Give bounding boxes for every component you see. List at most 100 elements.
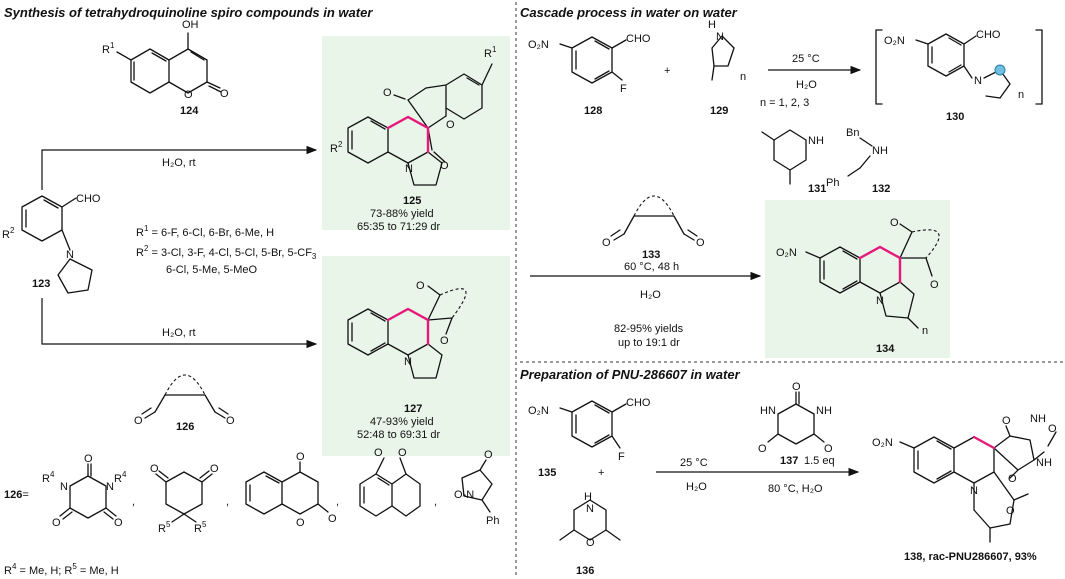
atom-o-chrom-b: O <box>296 517 305 529</box>
atom-cho-135: CHO <box>626 397 651 409</box>
atom-o-137b: O <box>758 443 767 455</box>
atom-no2-130: O₂N <box>884 35 905 47</box>
atom-o-136: O <box>586 537 595 549</box>
plus-sign-2: + <box>598 467 604 479</box>
atom-h-136: H <box>584 491 592 503</box>
substituent-r4-a: R4 <box>42 470 55 485</box>
structure-131 <box>761 129 807 185</box>
n-values: n = 1, 2, 3 <box>760 97 809 109</box>
structure-135 <box>559 400 627 449</box>
structure-123 <box>21 195 93 294</box>
highlight-box-125 <box>322 36 510 230</box>
label-125: 125 <box>403 195 421 207</box>
label-123: 123 <box>32 278 50 290</box>
substituent-r5-b: R5 <box>194 520 207 535</box>
label-134: 134 <box>876 343 895 355</box>
structure-128 <box>559 36 627 84</box>
atom-n-138: N <box>970 485 978 497</box>
substituent-r5-a: R5 <box>158 520 171 535</box>
conditions-60c: 60 °C, 48 h <box>624 261 679 273</box>
structure-130 <box>915 33 1011 99</box>
atom-n-130: N <box>974 75 982 87</box>
atom-o-137c: O <box>824 443 833 455</box>
atom-f-128: F <box>620 83 627 95</box>
structure-137 <box>767 391 825 445</box>
left-section-title: Synthesis of tetrahydroquinoline spiro c… <box>4 5 373 20</box>
atom-o-ind-b: O <box>398 447 407 459</box>
atom-o-138-ring: O <box>1006 505 1015 517</box>
radical-marker-130 <box>994 64 1006 76</box>
label-128: 128 <box>584 105 602 117</box>
r2-substituent-list-cont: 6-Cl, 5-Me, 5-MeO <box>166 264 258 276</box>
atom-n-125: N <box>405 163 413 175</box>
separator-4: , <box>434 496 437 508</box>
atom-oh-124: OH <box>182 19 199 31</box>
yield-125: 73-88% yield <box>370 208 434 220</box>
atom-n-123: N <box>66 249 74 261</box>
structure-barbituric <box>59 463 117 520</box>
bracket-right <box>1035 29 1043 105</box>
atom-bn-132: Bn <box>846 127 859 139</box>
atom-o-chrom-a: O <box>296 451 305 463</box>
structure-indanedione <box>359 457 421 517</box>
atom-o-138b: O <box>1048 423 1057 435</box>
new-bond-125 <box>386 115 430 154</box>
atom-o-137a: O <box>792 381 801 393</box>
atom-o-133a: O <box>602 237 611 249</box>
ring-size-n-134: n <box>922 325 928 337</box>
conditions-h2o-rt-bottom: H₂O, rt <box>162 327 196 339</box>
dr-134: up to 19:1 dr <box>618 337 680 349</box>
dr-125: 65:35 to 71:29 dr <box>357 221 441 233</box>
label-138: 138, rac-PNU286607, 93% <box>904 551 1037 563</box>
r4-r5-note: R4 = Me, H; R5 = Me, H <box>4 562 119 577</box>
atom-o-138a: O <box>1002 415 1011 427</box>
label-124: 124 <box>180 105 199 117</box>
reaction-arrow-to-125 <box>41 145 318 190</box>
equivalents-137: 1.5 eq <box>804 455 835 467</box>
atom-o-chrom-c: O <box>328 513 337 525</box>
atom-o-125a: O <box>383 87 392 99</box>
structure-133 <box>610 195 698 241</box>
atom-o-barb-c: O <box>114 517 123 529</box>
structure-chromanedione <box>245 461 329 515</box>
label-127: 127 <box>404 403 422 415</box>
ring-size-n-129: n <box>740 71 746 83</box>
substituent-r1-124: R1 <box>102 41 115 56</box>
atom-nh-137: NH <box>816 405 832 417</box>
atom-carbonyl-o-124: O <box>220 88 229 100</box>
structure-126 <box>141 374 229 419</box>
atom-o-138c: O <box>1008 473 1017 485</box>
reaction-arrow-to-127 <box>41 298 318 349</box>
bottom-right-section-title: Preparation of PNU-286607 in water <box>520 367 741 382</box>
substituent-r1-125: R1 <box>484 45 497 60</box>
atom-o-chd-b: O <box>210 463 219 475</box>
atom-o-133b: O <box>696 237 705 249</box>
plus-sign-1: + <box>664 65 670 77</box>
label-132: 132 <box>872 183 890 195</box>
atom-o-ind-a: O <box>374 447 383 459</box>
atom-cho-123: CHO <box>76 193 101 205</box>
label-135: 135 <box>538 467 556 479</box>
atom-ph-iso: Ph <box>486 515 499 527</box>
atom-o-iso-a: O <box>484 449 493 461</box>
substituent-r2-123: R2 <box>2 226 15 241</box>
atom-o-chd-a: O <box>150 463 159 475</box>
label-133: 133 <box>642 249 660 261</box>
atom-n-barb-b: N <box>106 481 114 493</box>
atom-o-134a: O <box>890 217 899 229</box>
structure-isoxazolone <box>461 459 493 513</box>
atom-o-barb-b: O <box>52 517 61 529</box>
atom-cho-130: CHO <box>976 29 1001 41</box>
atom-n-134: N <box>876 295 884 307</box>
highlight-box-134 <box>765 200 950 358</box>
structure-cyclohexanedione <box>155 470 213 523</box>
r2-substituent-list: R2 = 3-Cl, 3-F, 4-Cl, 5-Cl, 5-Br, 5-CF3 <box>136 244 317 261</box>
atom-n-127: N <box>404 356 412 368</box>
atom-o-127a: O <box>416 280 425 292</box>
atom-no2-138: O₂N <box>872 437 893 449</box>
ring-size-n-130: n <box>1018 89 1024 101</box>
new-bond-134 <box>858 245 902 284</box>
conditions-h2o-rt-top: H₂O, rt <box>162 157 196 169</box>
structure-124 <box>116 32 222 94</box>
